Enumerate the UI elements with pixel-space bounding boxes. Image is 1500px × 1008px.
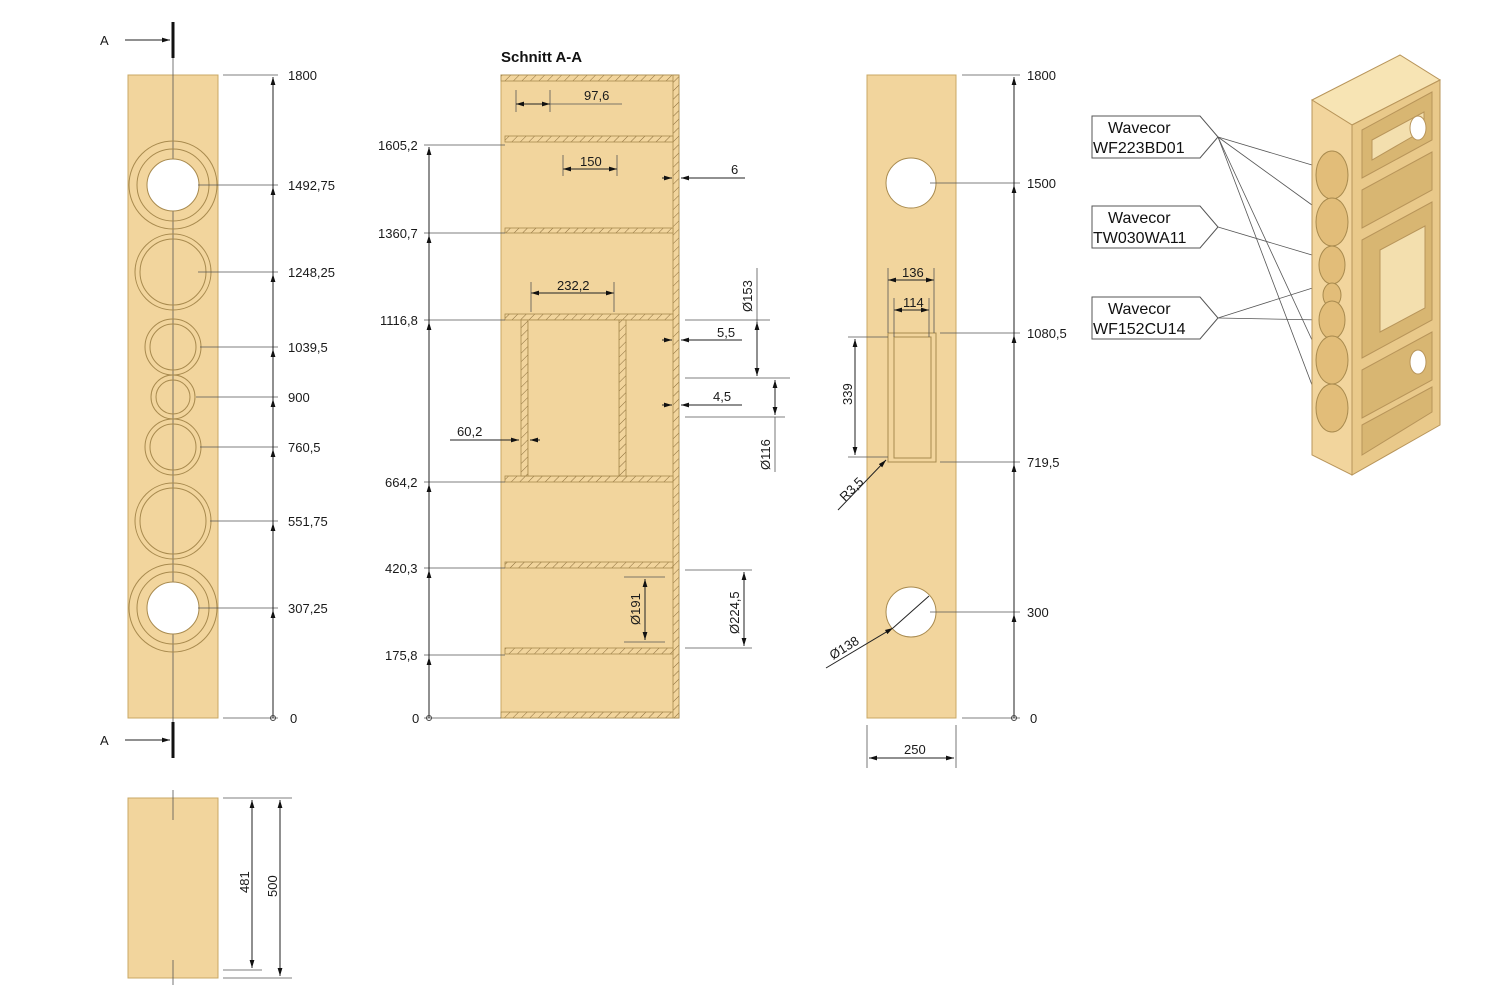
callout-tweeter-brand: Wavecor (1108, 210, 1171, 227)
dim-339: 339 (840, 383, 855, 405)
front-height-1248: 1248,25 (288, 265, 335, 280)
driver-callouts: Wavecor WF223BD01 Wavecor TW030WA11 Wave… (1091, 115, 1323, 386)
dim-r3-5: R3,5 (837, 474, 867, 504)
dim-150: 150 (580, 154, 602, 169)
depth-view: 481 500 (127, 790, 292, 985)
front-height-900: 900 (288, 390, 310, 405)
dim-dia-116: Ø116 (758, 439, 773, 470)
back-height-1500: 1500 (1027, 176, 1056, 191)
callout-woofer: Wavecor WF223BD01 (1091, 115, 1219, 159)
front-height-760: 760,5 (288, 440, 321, 455)
back-height-300: 300 (1027, 605, 1049, 620)
back-height-dimensions (930, 74, 1020, 721)
section-height-664: 664,2 (385, 475, 418, 490)
back-height-0: 0 (1030, 711, 1037, 726)
woofer-cutout-top (146, 158, 200, 212)
dim-dia-138: Ø138 (827, 633, 862, 663)
depth-panel (127, 797, 219, 979)
section-height-dimensions (424, 144, 505, 721)
callout-midrange: Wavecor WF152CU14 (1091, 296, 1219, 340)
isometric-view (1310, 54, 1442, 476)
front-height-1492: 1492,75 (288, 178, 335, 193)
section-height-420: 420,3 (385, 561, 418, 576)
front-height-dimensions (196, 74, 278, 721)
front-view: A A (100, 22, 335, 758)
dim-4-5: 4,5 (713, 389, 731, 404)
depth-500: 500 (265, 875, 280, 897)
front-height-307: 307,25 (288, 601, 328, 616)
dim-6: 6 (731, 162, 738, 177)
front-height-1039: 1039,5 (288, 340, 328, 355)
callout-tweeter-model: TW030WA11 (1093, 230, 1186, 247)
back-height-1800: 1800 (1027, 68, 1056, 83)
dim-114: 114 (903, 295, 924, 310)
dim-136: 136 (902, 265, 924, 280)
section-height-175: 175,8 (385, 648, 418, 663)
back-view: 136 114 339 R3,5 Ø138 1800 (825, 68, 1067, 768)
leader-lines (1217, 136, 1323, 386)
section-marker-bottom: A (100, 733, 109, 748)
section-title: Schnitt A-A (501, 49, 582, 66)
port-top (885, 157, 937, 209)
back-height-719: 719,5 (1027, 455, 1060, 470)
front-height-0: 0 (290, 711, 297, 726)
dim-dia-191: Ø191 (628, 593, 643, 625)
section-height-0: 0 (412, 711, 419, 726)
woofer-cutout-bottom (146, 581, 200, 635)
dim-dia-153: Ø153 (740, 280, 755, 312)
dim-dia-224-5: Ø224,5 (727, 591, 742, 634)
dim-width-250: 250 (904, 742, 926, 757)
front-height-551: 551,75 (288, 514, 328, 529)
section-view: Schnitt A-A (378, 49, 790, 726)
depth-481: 481 (237, 871, 252, 893)
callout-tweeter: Wavecor TW030WA11 (1091, 205, 1219, 249)
terminal-cutout-outer (887, 332, 937, 463)
section-height-1116: 1116,8 (380, 313, 418, 328)
callout-woofer-model: WF223BD01 (1093, 140, 1185, 157)
dim-97-6: 97,6 (584, 88, 609, 103)
back-height-1080: 1080,5 (1027, 326, 1067, 341)
terminal-cutout-inner (893, 336, 932, 459)
section-height-1360: 1360,7 (378, 226, 418, 241)
front-height-1800: 1800 (288, 68, 317, 83)
callout-woofer-brand: Wavecor (1108, 120, 1171, 137)
callout-midrange-model: WF152CU14 (1093, 321, 1186, 338)
section-height-1605: 1605,2 (378, 138, 418, 153)
dim-60-2: 60,2 (457, 424, 482, 439)
section-marker-top: A (100, 33, 109, 48)
callout-midrange-brand: Wavecor (1108, 301, 1171, 318)
dim-232-2: 232,2 (557, 278, 590, 293)
dim-5-5: 5,5 (717, 325, 735, 340)
